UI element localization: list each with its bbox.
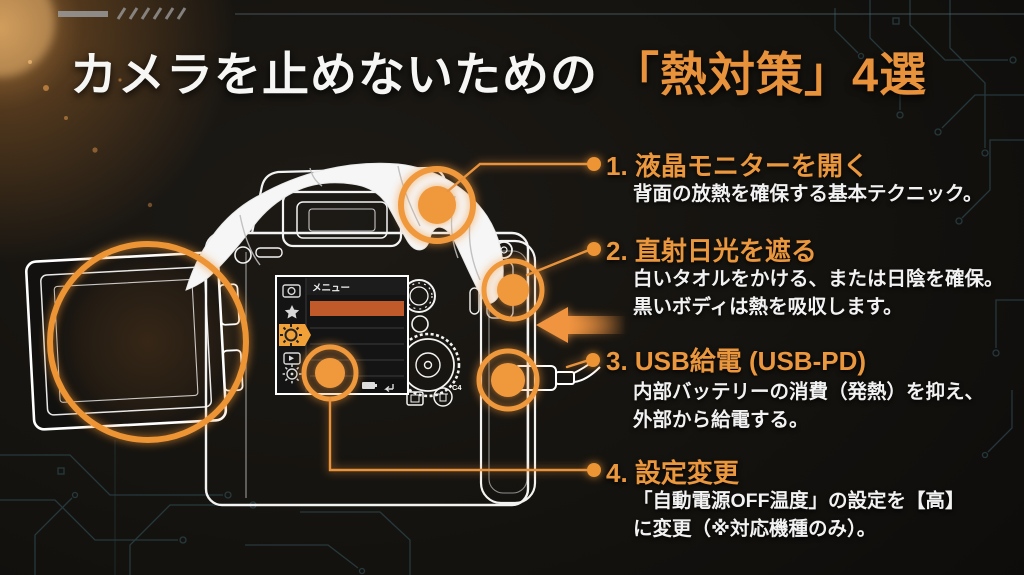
c4-label: C4 — [452, 383, 462, 392]
item-1-desc: 背面の放熱を確保する基本テクニック。 — [633, 181, 982, 209]
item-3-heading: 3. USB給電 (USB-PD) — [606, 346, 867, 376]
item-1-desc-line: 背面の放熱を確保する基本テクニック。 — [633, 183, 983, 205]
menu-selected-row — [310, 301, 404, 316]
item-4-desc: 「自動電源OFF温度」の設定を【高】 に変更（※対応機種のみ）。 — [633, 488, 965, 543]
item-2-heading: 2. 直射日光を遮る — [606, 236, 817, 266]
scene-icon — [284, 305, 300, 319]
flip-screen — [24, 251, 244, 431]
hud-top-bar — [58, 7, 1024, 20]
item-4-heading: 4. 設定変更 — [606, 458, 739, 488]
item-3-desc-line: 内部バッテリーの消費（発熱）を抑え、 — [633, 381, 985, 403]
page-title: カメラを止めないための「熱対策」4選 — [70, 48, 927, 102]
settings-gear-icon — [282, 364, 302, 384]
item-2-desc-line: 黒いボディは熱を吸収します。 — [633, 295, 903, 318]
gear-tab-selected — [279, 324, 311, 346]
lens-flare — [0, 0, 235, 263]
item-2-desc: 白いタオルをかける、または日陰を確保。 黒いボディは熱を吸収します。 — [633, 266, 1004, 321]
menu-title: メニュー — [312, 283, 350, 294]
title-highlight: 「熱対策」4選 — [612, 48, 928, 101]
title-main: カメラを止めないための — [70, 48, 598, 101]
item-3-desc: 内部バッテリーの消費（発熱）を抑え、 外部から給電する。 — [633, 379, 984, 434]
playback-icon — [283, 352, 301, 365]
battery-icon — [362, 382, 375, 389]
item-4-desc-line: に変更（※対応機種のみ）。 — [633, 517, 877, 540]
camera-icon — [282, 284, 301, 298]
item-1-heading: 1. 液晶モニターを開く — [606, 151, 869, 181]
item-3-desc-line: 外部から給電する。 — [633, 408, 809, 431]
item-4-desc-line: 「自動電源OFF温度」の設定を【高】 — [633, 490, 965, 512]
return-icon — [384, 384, 394, 393]
item-2-desc-line: 白いタオルをかける、または日陰を確保。 — [633, 268, 1004, 290]
